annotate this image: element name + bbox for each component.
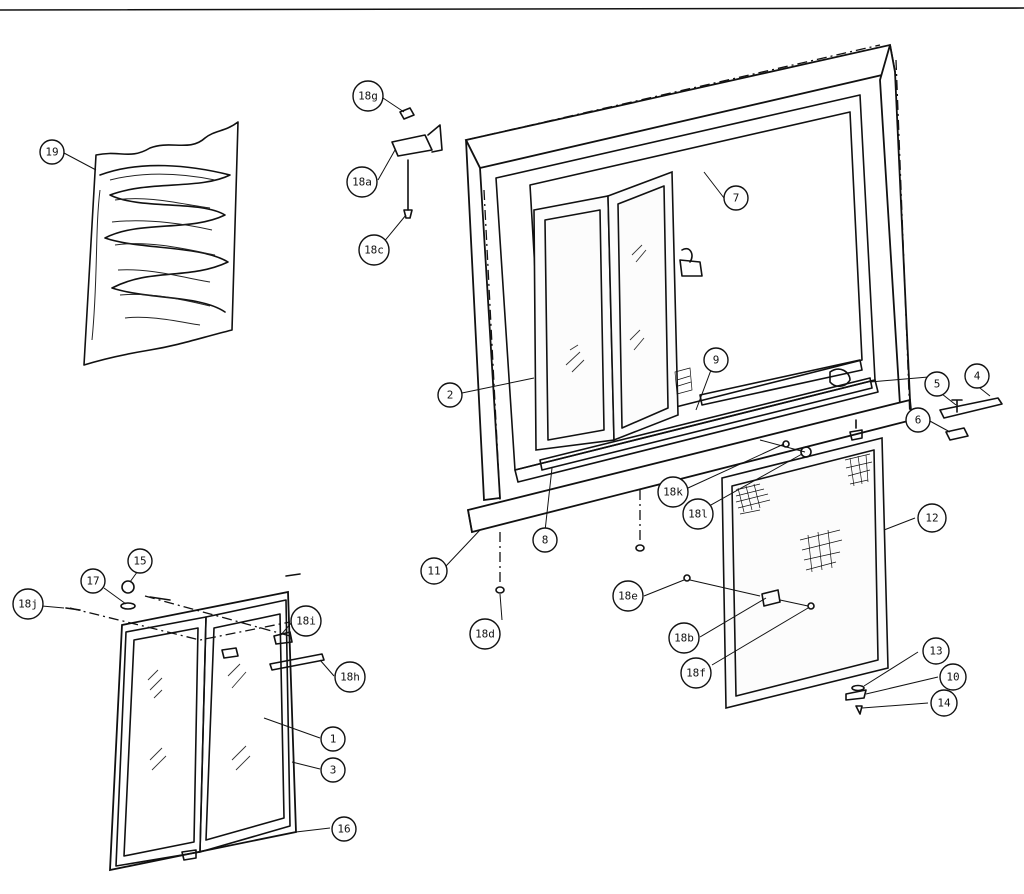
svg-text:3: 3 <box>330 764 337 777</box>
latch-parts <box>829 368 1003 441</box>
svg-text:18h: 18h <box>340 671 360 684</box>
svg-text:14: 14 <box>937 697 951 710</box>
fireplace-frame <box>464 43 913 534</box>
svg-text:18a: 18a <box>352 176 372 189</box>
callout-labels: 19 18g 18a 18c 7 2 9 5 4 6 18k 18l 8 11 … <box>12 80 990 842</box>
svg-text:18j: 18j <box>18 598 38 611</box>
callout-18g: 18g <box>352 80 384 112</box>
svg-text:16: 16 <box>337 823 350 836</box>
callout-18h: 18h <box>334 661 366 693</box>
callout-15: 15 <box>127 548 153 574</box>
svg-text:17: 17 <box>86 575 99 588</box>
svg-text:18d: 18d <box>475 628 495 641</box>
svg-text:9: 9 <box>713 354 720 367</box>
svg-text:18b: 18b <box>674 632 694 645</box>
svg-text:1: 1 <box>330 733 337 746</box>
svg-text:18g: 18g <box>358 90 378 103</box>
callout-4: 4 <box>964 363 990 389</box>
callout-16: 16 <box>331 816 357 842</box>
callout-12: 12 <box>917 503 947 533</box>
svg-text:11: 11 <box>427 565 440 578</box>
callout-18l: 18l <box>682 498 714 530</box>
svg-text:18k: 18k <box>663 486 683 499</box>
callout-18c: 18c <box>358 234 390 266</box>
svg-text:15: 15 <box>133 555 146 568</box>
svg-text:8: 8 <box>542 534 549 547</box>
callout-17: 17 <box>80 568 106 594</box>
svg-text:6: 6 <box>915 414 922 427</box>
svg-text:18i: 18i <box>296 615 316 628</box>
callout-5: 5 <box>924 371 950 397</box>
callout-9: 9 <box>703 347 729 373</box>
callout-18b: 18b <box>668 622 700 654</box>
svg-text:18c: 18c <box>364 244 384 257</box>
callout-14: 14 <box>930 689 958 717</box>
callout-1: 1 <box>320 726 346 752</box>
bifold-door-panels <box>533 170 873 471</box>
callout-10: 10 <box>939 663 967 691</box>
small-hardware <box>845 684 867 715</box>
callout-18i: 18i <box>290 605 322 637</box>
callout-13: 13 <box>922 637 950 665</box>
callout-18d: 18d <box>469 618 501 650</box>
svg-text:19: 19 <box>45 146 58 159</box>
bracket-assembly <box>391 107 443 219</box>
part-19-illustration <box>83 121 239 366</box>
callout-18k: 18k <box>657 476 689 508</box>
leader-lines <box>41 97 991 833</box>
svg-text:18l: 18l <box>688 508 708 521</box>
header-rule-line <box>0 7 1024 11</box>
svg-text:4: 4 <box>974 370 981 383</box>
callout-19: 19 <box>39 139 65 165</box>
svg-text:10: 10 <box>946 671 959 684</box>
callout-18e: 18e <box>612 580 644 612</box>
svg-text:7: 7 <box>733 192 740 205</box>
callout-11: 11 <box>420 557 448 585</box>
callout-3: 3 <box>320 757 346 783</box>
callout-7: 7 <box>723 185 749 211</box>
callout-18j: 18j <box>12 588 44 620</box>
callout-6: 6 <box>905 407 931 433</box>
callout-8: 8 <box>532 527 558 553</box>
door-assembly <box>65 573 325 872</box>
svg-text:18e: 18e <box>618 590 638 603</box>
frame-fasteners <box>495 419 863 594</box>
svg-text:13: 13 <box>929 645 942 658</box>
callout-2: 2 <box>437 382 463 408</box>
screen-panel <box>683 436 889 710</box>
callout-18f: 18f <box>680 657 712 689</box>
svg-text:5: 5 <box>934 378 941 391</box>
callout-18a: 18a <box>346 166 378 198</box>
svg-text:18f: 18f <box>686 667 706 680</box>
svg-text:12: 12 <box>925 512 938 525</box>
svg-text:2: 2 <box>447 389 454 402</box>
